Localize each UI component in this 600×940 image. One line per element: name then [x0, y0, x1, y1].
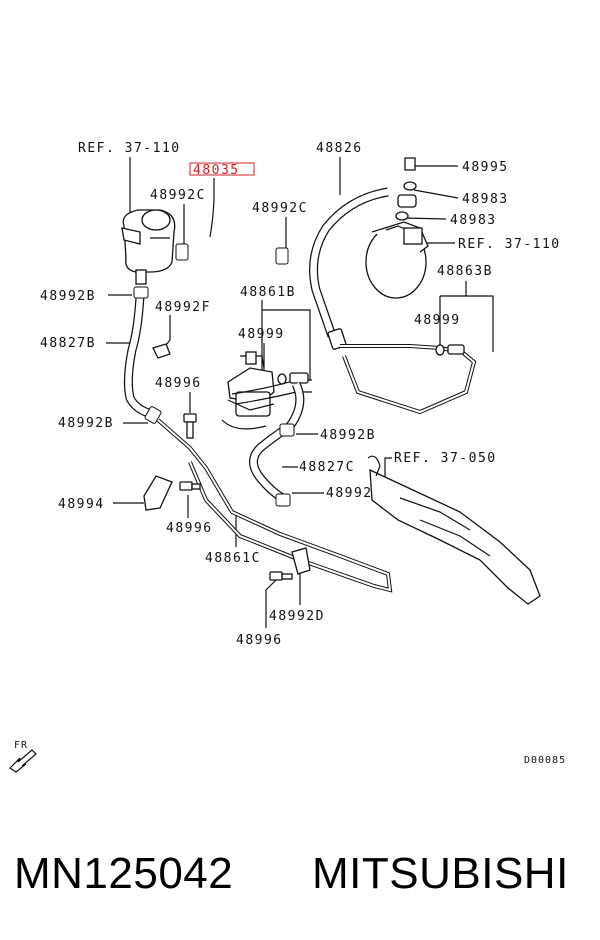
clamp-48992d	[291, 547, 311, 575]
label-48996-b: 48996	[166, 521, 213, 536]
union-bolt-48995	[404, 157, 416, 171]
label-48992b-c: 48992B	[320, 428, 376, 443]
label-48994: 48994	[58, 497, 105, 512]
label-48992c-b: 48992C	[252, 201, 308, 216]
label-48863b: 48863B	[437, 264, 493, 279]
steering-valve-body	[221, 351, 312, 430]
fr-label: FR	[14, 740, 28, 751]
label-48992c-a: 48992C	[150, 188, 206, 203]
label-48983-b: 48983	[450, 213, 497, 228]
label-48827c: 48827C	[299, 460, 355, 475]
label-48992b-d: 48992B	[326, 486, 382, 501]
label-ref-37-110-right: REF. 37-110	[458, 237, 561, 252]
clamp-48992b-a	[133, 286, 149, 299]
label-48996-c: 48996	[236, 633, 283, 648]
label-ref-37-050: REF. 37-050	[394, 451, 497, 466]
label-48996-a: 48996	[155, 376, 202, 391]
highlight-box-48035	[189, 162, 255, 176]
label-48992b-a: 48992B	[40, 289, 96, 304]
label-48861c: 48861C	[205, 551, 261, 566]
clamp-48992b-c	[279, 423, 295, 437]
label-ref-37-110-top: REF. 37-110	[78, 141, 181, 156]
label-48035-highlighted[interactable]: 48035	[193, 163, 240, 178]
o-ring-48999-b	[435, 344, 445, 356]
part-number: MN125042	[14, 849, 233, 898]
washer-48983-a	[403, 181, 417, 191]
pipe-48863b	[340, 344, 477, 415]
clamp-48992c-a	[175, 243, 189, 261]
bolt-48996-b	[179, 481, 201, 491]
label-48999-b: 48999	[414, 313, 461, 328]
diagram-code: D00085	[524, 755, 566, 766]
bracket-48994	[143, 475, 173, 511]
bolt-48996-a	[183, 413, 197, 439]
brand-name: MITSUBISHI	[312, 849, 569, 898]
clip-48992f	[152, 343, 171, 359]
washer-48983-b	[395, 211, 409, 221]
clamp-48992b-d	[275, 493, 291, 507]
label-48992f: 48992F	[155, 300, 211, 315]
label-48827b: 48827B	[40, 336, 96, 351]
reservoir-tank	[121, 209, 176, 285]
label-48995: 48995	[462, 160, 509, 175]
o-ring-48999-a	[277, 373, 287, 385]
power-steering-pump	[365, 157, 429, 299]
label-48992d: 48992D	[269, 609, 325, 624]
front-direction-arrow-icon	[9, 749, 37, 773]
label-48983-a: 48983	[462, 192, 509, 207]
label-48992b-b: 48992B	[58, 416, 114, 431]
label-48999-a: 48999	[238, 327, 285, 342]
bolt-48996-c	[269, 571, 293, 581]
pipe-48861c	[156, 418, 393, 593]
clamp-48992b-b	[144, 406, 162, 424]
steering-gear-box	[367, 455, 541, 605]
label-48861b: 48861B	[240, 285, 296, 300]
clamp-48992c-b	[275, 247, 289, 265]
label-48826: 48826	[316, 141, 363, 156]
